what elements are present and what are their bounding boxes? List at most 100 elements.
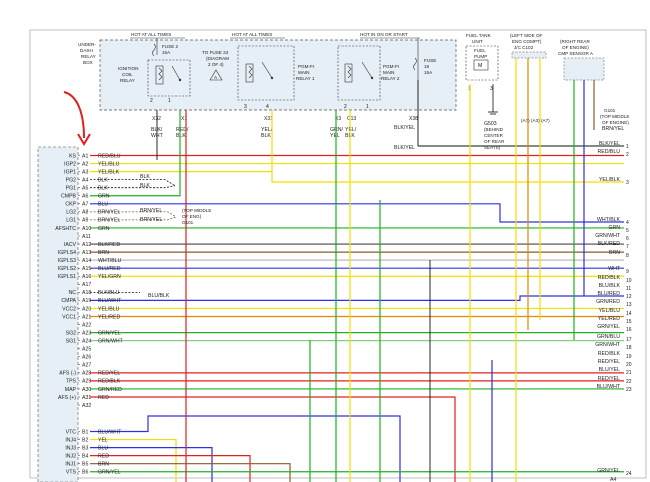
- pin-wire-a18: BLK/BLU: [98, 290, 120, 296]
- pin-name-a23: SG2: [66, 330, 76, 336]
- pin-id-a29: A29: [82, 379, 91, 385]
- wire-a6: [90, 110, 181, 197]
- svg-text:G101: G101: [604, 108, 616, 113]
- pin-id-a21: A21: [82, 314, 91, 320]
- right-num-21: 21: [626, 370, 632, 376]
- wire-a4: [90, 179, 176, 187]
- svg-text:BRN/YEL: BRN/YEL: [140, 217, 162, 223]
- svg-text:BLK: BLK: [261, 133, 271, 139]
- svg-text:FUSE: FUSE: [424, 58, 436, 63]
- svg-text:19: 19: [424, 64, 430, 69]
- pin-id-a18: A18: [82, 290, 91, 296]
- top-wire-labels: BLK/ WHT RED/ BLK YEL/ BLK GRN/ YEL YEL/…: [151, 125, 415, 151]
- relay-box-label-4: BOX: [83, 60, 93, 65]
- pin-id-a9: A9: [82, 218, 88, 224]
- pin-wire-a10: GRN: [98, 226, 110, 232]
- right-num-1: 1: [626, 144, 629, 150]
- pin-id-a15: A15: [82, 266, 91, 272]
- pin-name-a29: TPS: [66, 379, 77, 385]
- svg-text:(RIGHT REAR: (RIGHT REAR: [560, 39, 590, 44]
- pin-name-a30: MAP: [65, 387, 77, 393]
- pin-name-b2: INJ4: [65, 437, 76, 443]
- right-label-17: GRN/BLU: [597, 334, 620, 340]
- pin-id-a17: A17: [82, 282, 91, 288]
- svg-text:RELAY: RELAY: [120, 78, 135, 83]
- svg-text:BLK/YEL: BLK/YEL: [394, 145, 415, 151]
- svg-text:BLK: BLK: [140, 174, 150, 180]
- wire-a9: [90, 216, 177, 221]
- wire-a7: [90, 203, 624, 223]
- right-label-21: BLU/YEL: [599, 367, 620, 373]
- pin-id-a20: A20: [82, 306, 91, 312]
- svg-text:1: 1: [366, 104, 369, 110]
- svg-text:COIL: COIL: [122, 72, 133, 77]
- svg-text:RELAY 2: RELAY 2: [381, 76, 400, 81]
- right-num-11: 11: [626, 286, 631, 292]
- pin-name-a5: PG1: [66, 186, 76, 192]
- svg-text:RELAY 1: RELAY 1: [296, 76, 315, 81]
- right-label-15: YEL/RED: [598, 316, 620, 322]
- pin-id-a2: A2: [82, 161, 88, 167]
- pin-wire-b5: BRN: [98, 462, 109, 468]
- pin-name-a6: CMPB: [61, 194, 77, 200]
- pin-id-a30: A30: [82, 387, 91, 393]
- svg-text:FUEL: FUEL: [474, 48, 486, 53]
- pin-name-a13: IGPLS4: [58, 250, 76, 256]
- pin-wire-b2: YEL: [98, 437, 108, 443]
- right-num-22: 22: [626, 379, 632, 385]
- pin-name-a18: NC: [69, 290, 77, 296]
- pin-id-b5: B5: [82, 462, 88, 468]
- right-num-24: 24: [626, 471, 632, 477]
- pin-wire-b6: GRN/YEL: [98, 470, 121, 476]
- svg-text:SEATS): SEATS): [484, 145, 501, 150]
- pin-wire-a31: RED: [98, 395, 109, 401]
- pin-id-a11: A11: [82, 234, 91, 240]
- pin-wire-a16: YEL/GRN: [98, 274, 121, 280]
- pin-id-a12: A12: [82, 242, 91, 248]
- annotation-arrow-icon: [63, 91, 91, 146]
- pin-id-a16: A16: [82, 274, 91, 280]
- page-border: [29, 29, 647, 479]
- pin-wire-a12: BLK/RED: [98, 242, 120, 248]
- svg-text:YEL: YEL: [330, 133, 340, 139]
- relay-box-outline: [99, 39, 457, 111]
- svg-text:3: 3: [490, 86, 493, 92]
- svg-text:G101: G101: [182, 220, 194, 225]
- header-hot-at-all-times-1: HOT AT ALL TIMES: [131, 32, 171, 37]
- pin-wire-a13: BRN: [98, 250, 109, 256]
- right-label-13: GRN/RED: [596, 299, 620, 305]
- svg-text:UNIT: UNIT: [472, 39, 483, 44]
- pin-name-a10: AFSHTC: [55, 226, 76, 232]
- header-hot-at-all-times-2: HOT AT ALL TIMES: [232, 32, 272, 37]
- pin-name-a7: CKP: [65, 202, 76, 208]
- right-num-12: 12: [626, 294, 632, 300]
- pin-wire-a9: BRN/YEL: [98, 218, 120, 224]
- pin-id-a31: A31: [82, 395, 91, 401]
- right-label-5: GRN: [608, 225, 620, 231]
- svg-text:M: M: [478, 63, 482, 69]
- pin-id-a22: A22: [82, 322, 91, 328]
- right-label-24: GRN/YEL: [597, 468, 620, 474]
- svg-text:BRN/YEL: BRN/YEL: [602, 126, 624, 132]
- pin-id-a1: A1: [82, 153, 88, 159]
- pin-name-a28: AFS (-): [59, 371, 76, 377]
- right-label-22: RED/YEL: [598, 376, 620, 382]
- right-num-14: 14: [626, 311, 632, 317]
- svg-text:CENTER: CENTER: [484, 133, 504, 138]
- svg-text:YEL/: YEL/: [345, 127, 357, 133]
- ecm-connector-box: [37, 146, 79, 482]
- pin-name-a12: IACV: [64, 242, 77, 248]
- under-dash-relay-box: UNDER- DASH RELAY BOX: [78, 39, 457, 111]
- pin-name-b6: VTS: [66, 470, 77, 476]
- svg-text:YEL/: YEL/: [261, 127, 273, 133]
- pin-name-a1: KS: [69, 153, 76, 159]
- pin-id-a27: A27: [82, 363, 91, 369]
- svg-text:(LEFT SIDE OF: (LEFT SIDE OF: [510, 33, 543, 38]
- right-label-9: WHT: [608, 266, 621, 272]
- svg-text:FUEL TANK: FUEL TANK: [466, 33, 492, 38]
- pin-wire-b3: BLU: [98, 445, 108, 451]
- pin-id-a5: A5: [82, 186, 88, 192]
- svg-text:OF ENGINE): OF ENGINE): [562, 45, 589, 50]
- right-label-11: BLU/BLK: [599, 283, 621, 289]
